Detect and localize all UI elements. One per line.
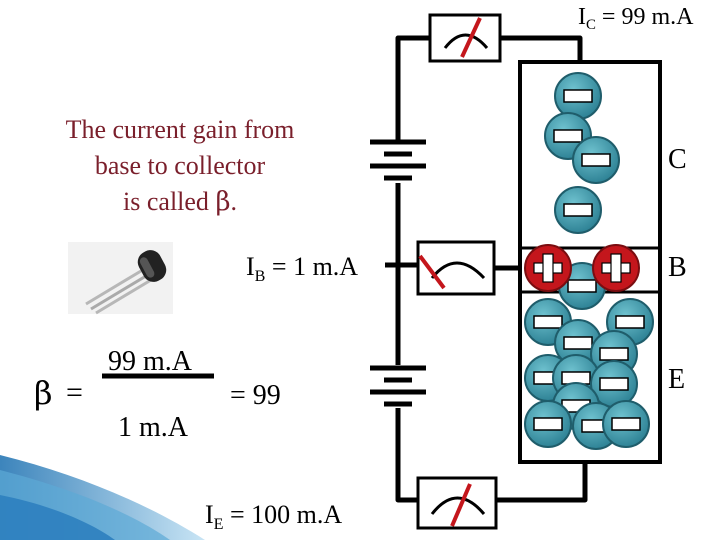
caption: The current gain from base to collector … bbox=[20, 112, 340, 220]
caption-line-3: is called β. bbox=[20, 184, 340, 220]
caption-line-2: base to collector bbox=[94, 151, 266, 180]
caption-line-1: The current gain from bbox=[65, 115, 295, 144]
charge-carriers bbox=[524, 72, 654, 450]
ib-value: = 1 m.A bbox=[265, 252, 359, 281]
transistor-photo-icon bbox=[68, 242, 173, 315]
beta-formula-equals: = bbox=[66, 376, 83, 409]
battery-icon bbox=[370, 365, 426, 407]
formula-result: = 99 bbox=[230, 380, 281, 411]
hole-icon bbox=[592, 244, 640, 292]
emitter-lead-wire bbox=[496, 462, 588, 503]
base-region-label: B bbox=[668, 252, 687, 283]
collector-lead-wire bbox=[500, 35, 583, 62]
collector-region-label: C bbox=[668, 144, 687, 175]
battery-icon bbox=[370, 139, 426, 181]
ammeter-icon bbox=[416, 240, 496, 296]
ammeter-icon bbox=[416, 476, 498, 530]
collector-current-label: IC = 99 m.A bbox=[578, 4, 694, 34]
ib-symbol: I bbox=[246, 252, 255, 281]
ie-value: = 100 m.A bbox=[223, 500, 343, 529]
beta-formula-symbol: β bbox=[34, 374, 53, 412]
top-left-wire bbox=[395, 35, 430, 142]
ie-subscript: E bbox=[213, 515, 224, 533]
electron-icon bbox=[590, 360, 638, 408]
beta-symbol: β bbox=[215, 187, 231, 217]
emitter-region-label: E bbox=[668, 364, 686, 395]
bottom-left-wire bbox=[395, 408, 418, 503]
ie-symbol: I bbox=[205, 500, 214, 529]
electron-icon bbox=[602, 400, 650, 448]
ic-value: = 99 m.A bbox=[595, 4, 694, 30]
ic-subscript: C bbox=[586, 17, 596, 34]
electron-icon bbox=[524, 400, 572, 448]
caption-period: . bbox=[230, 187, 237, 216]
electron-icon bbox=[572, 136, 620, 184]
formula-numerator: 99 m.A bbox=[108, 346, 192, 377]
formula-denominator: 1 m.A bbox=[118, 412, 188, 443]
emitter-current-label: IE = 100 m.A bbox=[205, 500, 343, 533]
electron-icon bbox=[554, 72, 602, 120]
electron-icon bbox=[554, 186, 602, 234]
ib-subscript: B bbox=[254, 267, 266, 285]
wires bbox=[385, 35, 588, 503]
caption-line-3-text: is called bbox=[123, 187, 216, 216]
ammeter-icon bbox=[428, 13, 502, 63]
base-current-label: IB = 1 m.A bbox=[246, 252, 359, 285]
hole-icon bbox=[524, 244, 572, 292]
decorative-ribbon bbox=[0, 455, 205, 540]
ic-symbol: I bbox=[578, 4, 586, 30]
